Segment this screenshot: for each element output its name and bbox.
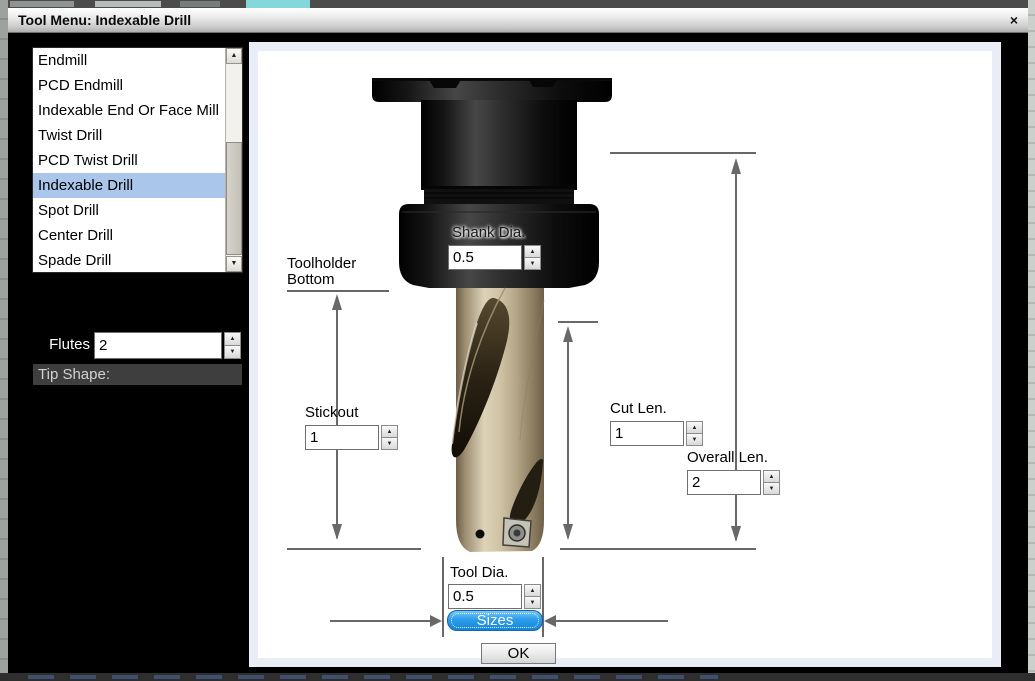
overall-len-label: Overall Len. xyxy=(687,449,768,466)
shank-dia-spinner[interactable]: ▲ ▼ xyxy=(524,245,541,270)
flutes-spinner[interactable]: ▲ ▼ xyxy=(224,332,241,359)
shank-dia-label: Shank Dia. xyxy=(452,224,526,241)
overall-len-spinner[interactable]: ▲ ▼ xyxy=(763,470,780,495)
sizes-button[interactable]: Sizes xyxy=(447,610,543,631)
spin-up-icon[interactable]: ▲ xyxy=(381,425,398,437)
tool-dia-spinner[interactable]: ▲ ▼ xyxy=(524,584,541,609)
list-item-endmill[interactable]: Endmill xyxy=(38,52,88,69)
toolholder-bottom-line1: Toolholder xyxy=(287,255,357,272)
spin-up-icon[interactable]: ▲ xyxy=(524,245,541,257)
background-app-top-strip xyxy=(0,0,1035,8)
close-icon[interactable]: × xyxy=(1009,12,1018,28)
dialog-titlebar[interactable]: Tool Menu: Indexable Drill × xyxy=(8,8,1028,33)
spin-down-icon[interactable]: ▼ xyxy=(524,257,541,270)
spin-up-icon[interactable]: ▲ xyxy=(686,421,703,433)
list-item-spade-drill[interactable]: Spade Drill xyxy=(38,252,112,269)
toolholder-bottom-line2: Bottom xyxy=(287,271,335,288)
background-app-left-strip xyxy=(0,0,8,681)
overall-len-input[interactable] xyxy=(687,470,761,495)
stickout-label: Stickout xyxy=(305,404,359,421)
background-fragment xyxy=(180,1,220,7)
background-fragment xyxy=(95,1,161,7)
ok-button[interactable]: OK xyxy=(481,643,556,664)
list-scrollbar[interactable]: ▲ ▼ xyxy=(225,48,242,272)
background-fragment xyxy=(246,0,310,8)
tip-shape-label: Tip Shape: xyxy=(33,364,242,385)
list-item-pcd-twist-drill[interactable]: PCD Twist Drill xyxy=(38,152,138,169)
cut-len-spinner[interactable]: ▲ ▼ xyxy=(686,421,703,446)
flutes-field: ▲ ▼ xyxy=(94,332,241,359)
toolholder-bottom-label: Toolholder Bottom xyxy=(287,256,356,288)
flutes-label: Flutes xyxy=(49,336,90,353)
diagram-panel xyxy=(249,42,1001,667)
background-status-text xyxy=(28,675,718,679)
tool-type-list: Endmill PCD Endmill Indexable End Or Fac… xyxy=(33,48,225,272)
scrollbar-thumb[interactable] xyxy=(226,142,242,255)
list-item-center-drill[interactable]: Center Drill xyxy=(38,227,114,244)
list-item-twist-drill[interactable]: Twist Drill xyxy=(38,127,103,144)
tool-dia-label: Tool Dia. xyxy=(450,564,509,581)
spin-up-icon[interactable]: ▲ xyxy=(524,584,541,596)
flutes-input[interactable] xyxy=(94,332,222,359)
spin-up-icon[interactable]: ▲ xyxy=(763,470,780,482)
spin-up-icon[interactable]: ▲ xyxy=(224,332,241,345)
list-item-spot-drill[interactable]: Spot Drill xyxy=(38,202,99,219)
spin-down-icon[interactable]: ▼ xyxy=(381,437,398,450)
shank-dia-input[interactable] xyxy=(448,245,522,270)
tool-dia-input[interactable] xyxy=(448,584,522,609)
spin-down-icon[interactable]: ▼ xyxy=(763,482,780,495)
stickout-spinner[interactable]: ▲ ▼ xyxy=(381,425,398,450)
spin-down-icon[interactable]: ▼ xyxy=(224,345,241,359)
background-app-right-strip xyxy=(1028,0,1035,681)
list-item-indexable-drill-selected[interactable]: Indexable Drill xyxy=(33,173,225,198)
spin-down-icon[interactable]: ▼ xyxy=(524,596,541,609)
list-item-pcd-endmill[interactable]: PCD Endmill xyxy=(38,77,124,94)
scroll-up-icon[interactable]: ▲ xyxy=(226,48,242,64)
background-fragment xyxy=(10,1,74,7)
stickout-input[interactable] xyxy=(305,425,379,450)
spin-down-icon[interactable]: ▼ xyxy=(686,433,703,446)
tool-type-listbox[interactable]: Endmill PCD Endmill Indexable End Or Fac… xyxy=(32,47,243,273)
background-app-status-strip xyxy=(0,673,1035,681)
list-item-indexable-end-or-face-mill[interactable]: Indexable End Or Face Mill xyxy=(38,102,219,119)
cut-len-label: Cut Len. xyxy=(610,400,667,417)
cut-len-input[interactable] xyxy=(610,421,684,446)
scroll-down-icon[interactable]: ▼ xyxy=(226,256,242,272)
dialog-title: Tool Menu: Indexable Drill xyxy=(18,12,192,28)
